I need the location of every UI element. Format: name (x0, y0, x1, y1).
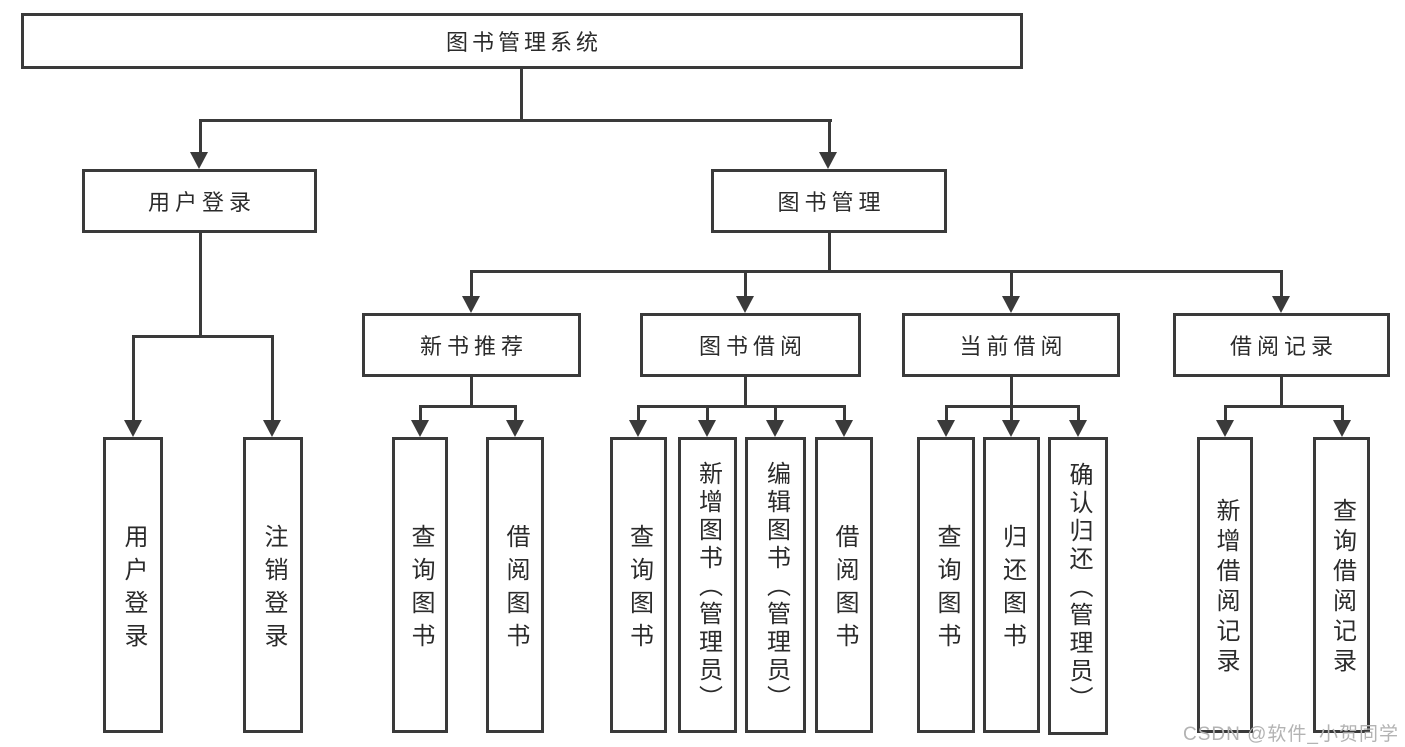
leaf-cb-return-books-label: 归还图书 (998, 523, 1026, 656)
connector-branch-borrow-records (1280, 270, 1283, 299)
connector-level1-bar (199, 119, 832, 122)
leaf-nb-borrow-books: 借阅图书 (486, 437, 544, 733)
connector-branch-bb-query (637, 405, 640, 422)
leaf-nb-borrow-books-label: 借阅图书 (502, 523, 529, 656)
leaf-br-query-record-label: 查询借阅记录 (1328, 498, 1356, 678)
connector-book-borrow-bar (637, 405, 846, 408)
connector-user-login-bar (132, 335, 274, 338)
arrowhead-bb-add (698, 420, 716, 437)
arrowhead-bb-query (629, 420, 647, 437)
leaf-bb-query-books: 查询图书 (610, 437, 667, 733)
leaf-br-query-record: 查询借阅记录 (1313, 437, 1370, 733)
node-borrow-records: 借阅记录 (1173, 313, 1390, 377)
connector-book-mgmt-stem (828, 233, 831, 273)
connector-branch-cb-confirm (1077, 405, 1080, 422)
leaf-bb-borrow-books: 借阅图书 (815, 437, 873, 733)
connector-new-book-bar (419, 405, 517, 408)
node-current-borrow: 当前借阅 (902, 313, 1120, 377)
connector-root-stem (520, 69, 523, 122)
arrowhead-user-login (190, 152, 208, 169)
leaf-user-login-label: 用户登录 (120, 523, 147, 656)
node-user-login: 用户登录 (82, 169, 317, 233)
arrowhead-br-add (1216, 420, 1234, 437)
arrowhead-cb-confirm (1069, 420, 1087, 437)
connector-branch-nb-borrow (514, 405, 517, 422)
leaf-cb-confirm-return-admin-label: 确认归还（管理员） (1065, 462, 1092, 714)
connector-branch-br-query (1341, 405, 1344, 422)
leaf-bb-edit-books-admin-label: 编辑图书（管理员） (762, 461, 790, 713)
leaf-bb-borrow-books-label: 借阅图书 (831, 523, 858, 656)
leaf-bb-query-books-label: 查询图书 (625, 523, 653, 656)
connector-branch-book-mgmt (828, 119, 831, 154)
leaf-nb-query-books-label: 查询图书 (407, 523, 434, 656)
arrowhead-cb-return (1002, 420, 1020, 437)
connector-new-book-stem (470, 377, 473, 408)
connector-branch-cb-query (945, 405, 948, 422)
leaf-br-add-record-label: 新增借阅记录 (1212, 498, 1239, 678)
connector-branch-bb-borrow (843, 405, 846, 422)
node-book-borrow: 图书借阅 (640, 313, 861, 377)
leaf-cb-confirm-return-admin: 确认归还（管理员） (1048, 437, 1108, 735)
arrowhead-current-borrow (1002, 296, 1020, 313)
node-book-borrow-label: 图书借阅 (698, 334, 807, 359)
node-root: 图书管理系统 (21, 13, 1023, 69)
leaf-bb-add-books-admin: 新增图书（管理员） (678, 437, 737, 733)
connector-branch-bb-edit (774, 405, 777, 422)
leaf-bb-edit-books-admin: 编辑图书（管理员） (745, 437, 806, 733)
connector-branch-new-book (470, 270, 473, 299)
arrowhead-new-book (462, 296, 480, 313)
node-borrow-records-label: 借阅记录 (1229, 334, 1338, 359)
arrowhead-book-mgmt (819, 152, 837, 169)
watermark: CSDN @软件_小贺同学 (1183, 724, 1399, 745)
connector-borrow-records-bar (1224, 405, 1343, 408)
leaf-logout-login: 注销登录 (243, 437, 303, 733)
connector-branch-current-borrow (1010, 270, 1013, 299)
connector-branch-leaf-logout (271, 335, 274, 422)
leaf-bb-add-books-admin-label: 新增图书（管理员） (694, 461, 722, 713)
connector-branch-book-borrow (744, 270, 747, 299)
node-new-book-recommend: 新书推荐 (362, 313, 581, 377)
connector-level3-bar (470, 270, 1283, 273)
connector-branch-user-login (199, 119, 202, 154)
node-user-login-label: 用户登录 (147, 190, 256, 215)
arrowhead-bb-edit (766, 420, 784, 437)
leaf-logout-login-label: 注销登录 (260, 523, 287, 656)
leaf-nb-query-books: 查询图书 (392, 437, 448, 733)
arrowhead-leaf-logout (263, 420, 281, 437)
node-current-borrow-label: 当前借阅 (959, 334, 1068, 359)
connector-current-borrow-stem (1010, 377, 1013, 408)
leaf-cb-return-books: 归还图书 (983, 437, 1040, 733)
arrowhead-br-query (1333, 420, 1351, 437)
connector-user-login-stem (199, 233, 202, 338)
arrowhead-borrow-records (1272, 296, 1290, 313)
arrowhead-leaf-user-login (124, 420, 142, 437)
leaf-cb-query-books: 查询图书 (917, 437, 975, 733)
arrowhead-nb-query (411, 420, 429, 437)
connector-branch-bb-add (706, 405, 709, 422)
connector-branch-br-add (1224, 405, 1227, 422)
arrowhead-cb-query (937, 420, 955, 437)
node-root-label: 图书管理系统 (445, 30, 602, 55)
node-new-book-recommend-label: 新书推荐 (419, 334, 528, 359)
connector-branch-leaf-user-login (132, 335, 135, 422)
node-book-mgmt: 图书管理 (711, 169, 947, 233)
connector-borrow-records-stem (1280, 377, 1283, 408)
leaf-br-add-record: 新增借阅记录 (1197, 437, 1253, 733)
connector-branch-cb-return (1010, 405, 1013, 422)
connector-branch-nb-query (419, 405, 422, 422)
leaf-user-login: 用户登录 (103, 437, 163, 733)
connector-book-borrow-stem (744, 377, 747, 408)
leaf-cb-query-books-label: 查询图书 (933, 523, 960, 656)
arrowhead-bb-borrow (835, 420, 853, 437)
node-book-mgmt-label: 图书管理 (777, 190, 886, 215)
arrowhead-nb-borrow (506, 420, 524, 437)
arrowhead-book-borrow (736, 296, 754, 313)
